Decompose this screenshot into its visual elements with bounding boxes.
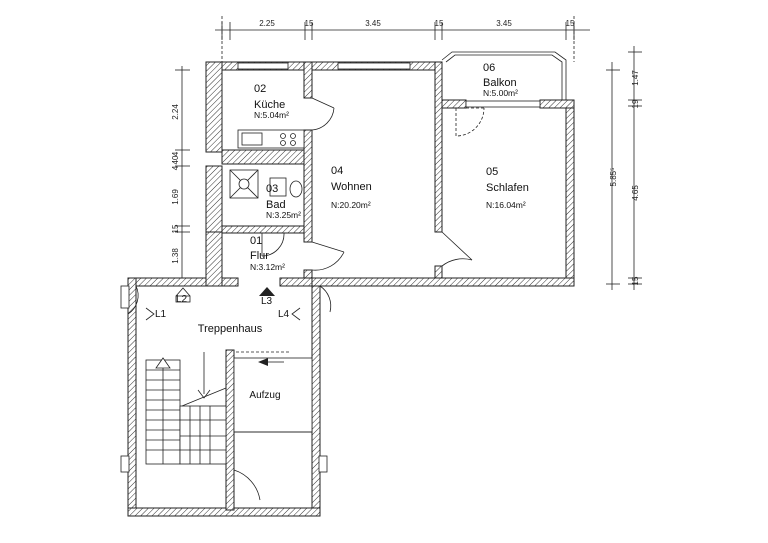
label-treppenhaus: Treppenhaus (198, 323, 263, 335)
room-number-wohnen: 04 (331, 165, 343, 177)
marker-l3 (259, 287, 275, 296)
label-l4: L4 (278, 309, 290, 320)
dim-top-5: 3.45 (496, 19, 512, 28)
door-staircase-bottom (233, 469, 261, 508)
room-area-schlafen: N:16.04m² (486, 200, 526, 210)
dimension-chain-top (215, 16, 590, 62)
dim-right-1: 1.47 (631, 70, 640, 86)
door-schlafen (441, 231, 473, 267)
dim-right-4: 15 (631, 276, 640, 285)
bathroom-fixtures (229, 169, 303, 199)
marker-l1-arrow (145, 307, 155, 321)
label-l2: L2 (176, 294, 188, 305)
dimension-chain-right (606, 46, 642, 290)
dim-left-1: 2.24 (171, 104, 180, 120)
dim-left-4: 4 (171, 165, 180, 170)
door-l1 (127, 285, 139, 315)
door-flur-wohnen (311, 241, 345, 271)
room-name-wohnen: Wohnen (331, 181, 372, 193)
dim-right-3: 4.65 (631, 185, 640, 201)
stair-flight (145, 352, 227, 465)
apartment-walls (205, 51, 575, 287)
room-name-schlafen: Schlafen (486, 182, 529, 194)
dim-left-5: 1.69 (171, 189, 180, 205)
room-number-bad: 03 (266, 183, 278, 195)
room-area-balkon: N:5.00m² (483, 88, 518, 98)
dim-top-3: 3.45 (365, 19, 381, 28)
room-name-balkon: Balkon (483, 77, 517, 89)
dim-top-1: 2.25 (259, 19, 275, 28)
dim-left-3: 40 (171, 155, 180, 164)
room-area-flur: N:3.12m² (250, 262, 285, 272)
staircase-walls (120, 277, 328, 517)
room-area-wohnen: N:20.20m² (331, 200, 371, 210)
dim-right-outer: 5.85⁵ (609, 168, 618, 187)
kitchen-counter (237, 129, 305, 149)
room-number-flur: 01 (250, 235, 262, 247)
label-l3: L3 (261, 296, 273, 307)
dim-left-7: 1.38 (171, 248, 180, 264)
room-number-schlafen: 05 (486, 166, 498, 178)
door-l4 (319, 285, 332, 313)
elevator-shaft (233, 351, 313, 433)
door-bad (261, 232, 285, 257)
room-number-balkon: 06 (483, 62, 495, 74)
dim-right-2: 19 (631, 99, 640, 108)
marker-l2 (175, 287, 191, 303)
door-wohnen (311, 97, 335, 131)
dim-top-6: 15 (566, 19, 575, 28)
dim-left-2: 4 (171, 151, 180, 156)
room-area-bad: N:3.25m² (266, 210, 301, 220)
dim-top-4: 15 (435, 19, 444, 28)
door-balkon (455, 107, 485, 137)
room-area-kueche: N:5.04m² (254, 110, 289, 120)
room-name-bad: Bad (266, 199, 286, 211)
label-l1: L1 (155, 309, 167, 320)
dim-left-6: 15 (171, 224, 180, 233)
label-aufzug: Aufzug (249, 390, 280, 401)
marker-l4-arrow (291, 307, 301, 321)
room-number-kueche: 02 (254, 83, 266, 95)
room-name-flur: Flur (250, 250, 269, 262)
room-name-kueche: Küche (254, 99, 285, 111)
dim-top-2: 15 (305, 19, 314, 28)
